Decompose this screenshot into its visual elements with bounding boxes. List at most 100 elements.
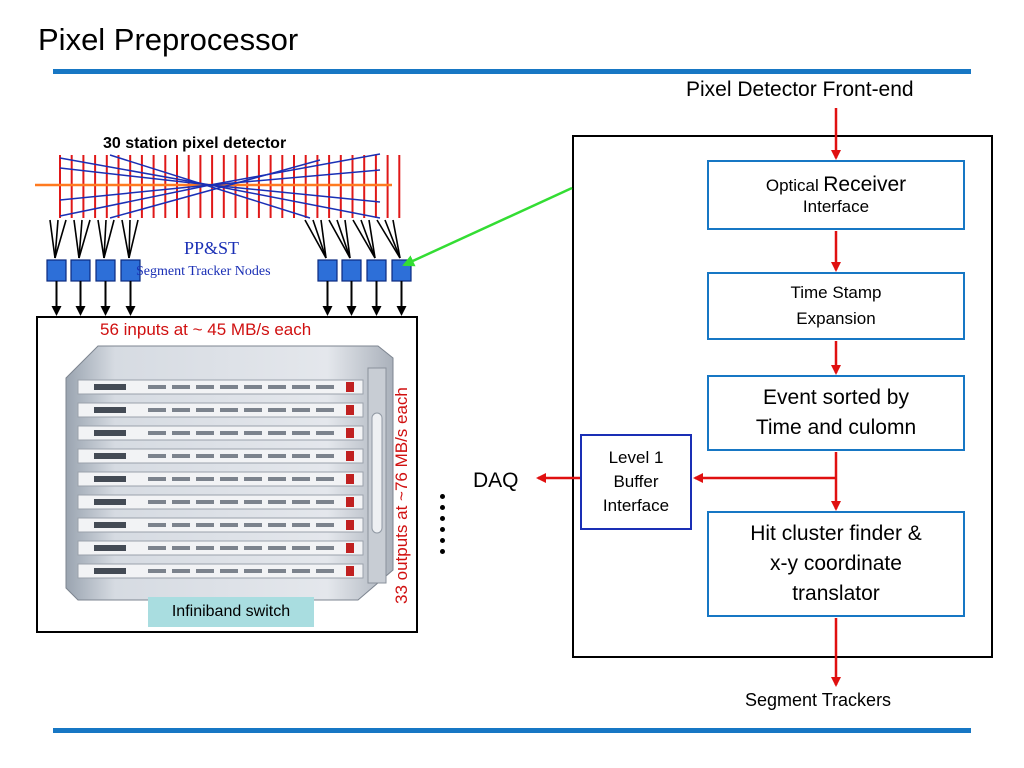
slot-port xyxy=(244,454,262,458)
slot-port xyxy=(292,500,310,504)
fanout-arrow xyxy=(78,219,91,259)
slot-port xyxy=(316,546,334,550)
fanout-arrow xyxy=(312,219,327,259)
receiver-text: Receiver xyxy=(823,173,907,196)
slot-port xyxy=(172,500,190,504)
slot-port xyxy=(292,523,310,527)
bottom-divider xyxy=(53,728,971,733)
fanout-arrow xyxy=(304,219,327,259)
slot-port xyxy=(268,408,286,412)
slot-connector xyxy=(94,407,126,413)
slot-port xyxy=(196,523,214,527)
level1-buffer-box: Level 1 Buffer Interface xyxy=(580,434,692,530)
slot-port xyxy=(268,546,286,550)
time-stamp-line1: Time Stamp xyxy=(790,283,882,302)
interface-text: Interface xyxy=(802,197,870,216)
optical-text: Optical xyxy=(765,176,819,195)
fanout-arrow xyxy=(128,219,131,259)
slot-port xyxy=(220,477,238,481)
slot-connector xyxy=(94,568,126,574)
fanout-arrow xyxy=(392,219,401,259)
slot-port xyxy=(172,569,190,573)
fanout-arrow xyxy=(344,219,351,259)
level1-line3: Interface xyxy=(602,496,670,515)
fanout-arrow xyxy=(54,219,67,259)
slot-port xyxy=(268,477,286,481)
particle-track xyxy=(209,184,381,219)
segment-tracker-nodes-label: Segment Tracker Nodes xyxy=(136,264,271,279)
particle-track xyxy=(59,184,211,217)
fanout-arrow xyxy=(121,219,130,259)
top-divider xyxy=(53,69,971,74)
slot-port xyxy=(148,408,166,412)
fanout-arrow xyxy=(97,219,105,259)
slot-port xyxy=(172,477,190,481)
slot-led xyxy=(346,520,354,530)
slot-port xyxy=(292,546,310,550)
fanout-arrow xyxy=(352,219,376,259)
slot-port xyxy=(292,454,310,458)
slot-port xyxy=(268,431,286,435)
slot-port xyxy=(244,569,262,573)
slot-port xyxy=(148,385,166,389)
infiniband-switch-panel xyxy=(36,316,418,633)
fanout-arrow xyxy=(128,219,139,259)
slot-port xyxy=(292,385,310,389)
slot-port xyxy=(220,385,238,389)
slot-port xyxy=(316,431,334,435)
particle-track xyxy=(209,184,381,203)
particle-track xyxy=(59,157,211,186)
slot-port xyxy=(268,500,286,504)
node-output-arrowhead xyxy=(346,306,357,316)
particle-track xyxy=(59,167,211,186)
switch-chassis-image xyxy=(65,345,394,601)
ellipsis-dot xyxy=(440,505,445,510)
time-stamp-box: Time Stamp Expansion xyxy=(707,272,965,340)
slot-port xyxy=(316,500,334,504)
slot-port xyxy=(220,523,238,527)
pixel-detector-drawing xyxy=(35,153,412,316)
fanout-arrow xyxy=(328,219,351,259)
slot-port xyxy=(292,431,310,435)
slot-port xyxy=(220,454,238,458)
slot-connector xyxy=(94,453,126,459)
switch-caption: Infiniband switch xyxy=(148,597,314,627)
slot-port xyxy=(316,477,334,481)
slot-connector xyxy=(94,430,126,436)
slot-port xyxy=(244,500,262,504)
slot-port xyxy=(316,523,334,527)
slot-port xyxy=(148,500,166,504)
fanout-arrow xyxy=(336,219,351,259)
slot-port xyxy=(196,477,214,481)
slot-port xyxy=(196,454,214,458)
segment-trackers-label: Segment Trackers xyxy=(745,690,892,710)
slot-connector xyxy=(94,545,126,551)
slot-port xyxy=(244,431,262,435)
slot-port xyxy=(220,431,238,435)
slot-port xyxy=(148,454,166,458)
front-end-label: Pixel Detector Front-end xyxy=(686,78,914,101)
particle-track xyxy=(109,154,311,219)
fanout-arrow xyxy=(360,219,376,259)
slot-port xyxy=(196,408,214,412)
level1-line1: Level 1 xyxy=(608,448,664,467)
event-sorted-line2: Time and culomn xyxy=(755,416,917,439)
fanout-arrow xyxy=(78,219,83,259)
particle-track xyxy=(209,153,381,186)
slot-port xyxy=(172,431,190,435)
slot-port xyxy=(244,523,262,527)
ellipsis-dot xyxy=(440,549,445,554)
hit-cluster-line1: Hit cluster finder & xyxy=(750,522,922,545)
slot-port xyxy=(316,385,334,389)
slot-port xyxy=(172,546,190,550)
fanout-arrow xyxy=(103,219,107,259)
event-sorted-line1: Event sorted by xyxy=(763,386,909,409)
slot-port xyxy=(148,546,166,550)
slot-led xyxy=(346,428,354,438)
ellipsis-dot xyxy=(440,516,445,521)
slot-port xyxy=(292,477,310,481)
node-output-arrowhead xyxy=(396,306,407,316)
fanout-arrow xyxy=(73,219,80,259)
slot-port xyxy=(244,408,262,412)
